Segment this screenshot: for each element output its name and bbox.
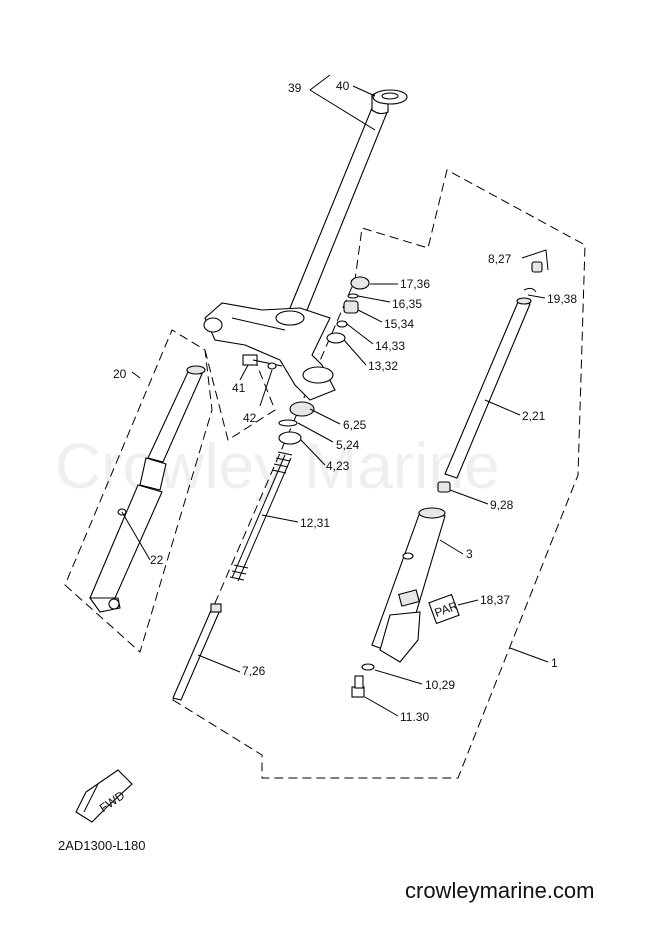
- callout-41: 41: [232, 381, 246, 395]
- group-outline-pinch: [204, 349, 276, 441]
- decal: PAR: [428, 593, 460, 625]
- group-outline-left: [64, 329, 213, 653]
- callout-13-32: 13,32: [368, 359, 398, 373]
- callout-5-24: 5,24: [336, 438, 360, 452]
- diagram-code: 2AD1300-L180: [58, 838, 146, 853]
- callout-22: 22: [150, 553, 164, 567]
- steering-stem: [289, 89, 408, 316]
- callout-18-37: 18,37: [480, 593, 510, 607]
- callout-3: 3: [466, 547, 473, 561]
- callout-16-35: 16,35: [392, 297, 422, 311]
- callout-15-34: 15,34: [384, 317, 414, 331]
- inner-tube: [444, 297, 532, 479]
- callout-2-21: 2,21: [522, 409, 546, 423]
- drain-parts: [351, 663, 375, 698]
- callout-42: 42: [243, 411, 257, 425]
- fwd-arrow-icon: FWD: [75, 769, 133, 823]
- callout-10-29: 10,29: [425, 678, 455, 692]
- callout-14-33: 14,33: [375, 339, 405, 353]
- callout-39: 39: [288, 81, 302, 95]
- callout-1: 1: [551, 656, 558, 670]
- fork-spring: [229, 451, 293, 582]
- under-bracket: [203, 302, 336, 401]
- site-url-link[interactable]: crowleymarine.com: [405, 878, 595, 903]
- tube-top-parts: [437, 261, 543, 493]
- callout-17-36: 17,36: [400, 277, 430, 291]
- callout-labels: 39 40 17,36 16,35 15,34 14,33 13,32 41 4…: [113, 79, 577, 724]
- callout-8-27: 8,27: [488, 252, 512, 266]
- callout-20: 20: [113, 367, 127, 381]
- damper-rod: [172, 603, 222, 701]
- stack-parts: [326, 276, 370, 344]
- callout-12-31: 12,31: [300, 516, 330, 530]
- pinch-bolt: [242, 354, 283, 370]
- callout-19-38: 19,38: [547, 292, 577, 306]
- group-outline-right: [172, 169, 586, 779]
- leader-lines: [121, 74, 549, 717]
- watermark-text: Crowley Marine: [55, 430, 500, 502]
- callout-7-26: 7,26: [242, 664, 266, 678]
- outer-tube: [371, 507, 446, 663]
- left-fork-assembly: [88, 365, 206, 613]
- callout-4-23: 4,23: [326, 459, 350, 473]
- callout-11-30: 11.30: [400, 710, 429, 724]
- callout-40: 40: [336, 79, 350, 93]
- seal-parts: [278, 401, 315, 445]
- callout-6-25: 6,25: [343, 418, 367, 432]
- callout-9-28: 9,28: [490, 498, 514, 512]
